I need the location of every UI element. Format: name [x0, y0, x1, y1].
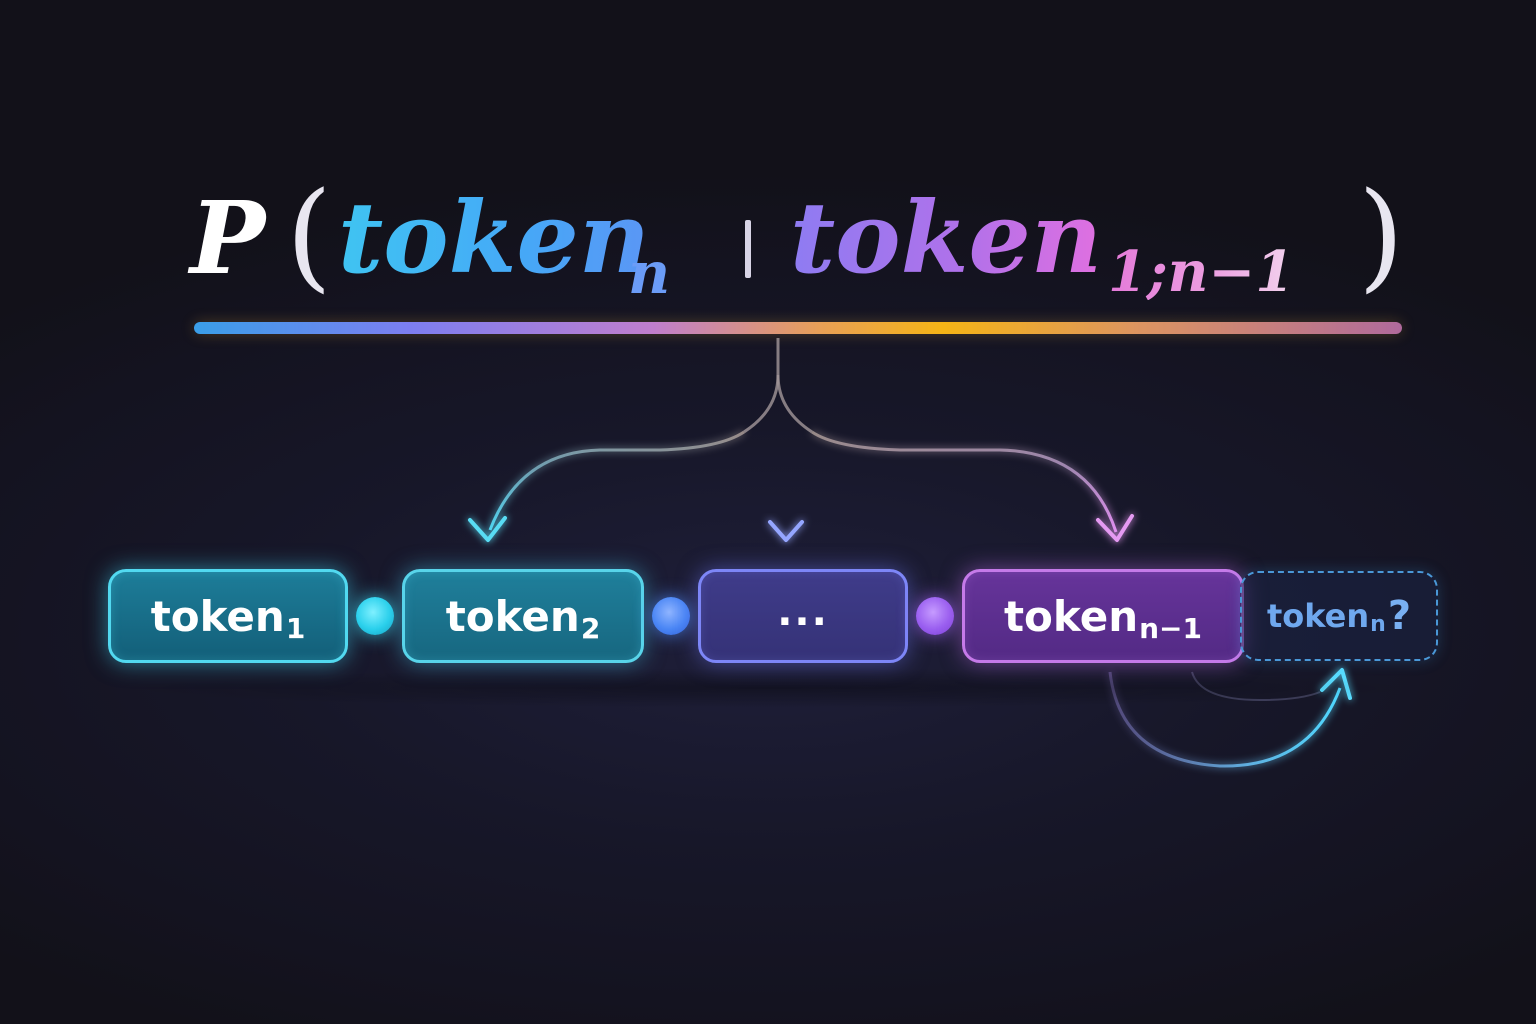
token-n-label: token — [1266, 597, 1370, 635]
formula-underline — [194, 322, 1402, 334]
formula-right-paren: ) — [1358, 166, 1405, 304]
arrow-to-token1 — [488, 430, 745, 531]
formula-target-token: token — [338, 181, 651, 296]
connector-dot-2 — [652, 597, 690, 635]
formula-target-subscript: n — [628, 239, 671, 307]
ellipsis-box: ... — [698, 569, 908, 663]
trunk-line-left — [743, 374, 780, 434]
formula-left-paren: ( — [286, 166, 333, 304]
prediction-arc — [1108, 671, 1342, 768]
ellipsis-label: ... — [777, 589, 829, 635]
formula-context-token: token — [790, 181, 1103, 296]
arrowhead-token-n-1 — [1096, 514, 1134, 542]
token-2-subscript: 2 — [580, 611, 601, 645]
token-n-question-mark: ? — [1387, 593, 1412, 639]
token-n-minus-1-label: token — [1003, 591, 1139, 641]
arrowhead-ellipsis — [768, 520, 804, 542]
token-row-shadow — [120, 668, 1420, 708]
arrowhead-token1 — [468, 516, 507, 542]
formula-p: P — [190, 179, 266, 297]
formula-given-bar — [745, 220, 751, 278]
token-1-label: token — [150, 591, 285, 641]
connector-dot-1 — [356, 597, 394, 635]
arrow-to-token-n-1 — [811, 430, 1118, 533]
connector-dot-3 — [916, 597, 954, 635]
token-n-subscript: n — [1370, 611, 1386, 637]
formula-context-subscript: 1;n−1 — [1108, 239, 1295, 305]
trunk-line — [776, 338, 813, 434]
token-2-label: token — [445, 591, 580, 641]
arrowhead-token-n — [1320, 668, 1352, 700]
prediction-arc-inner — [1191, 671, 1321, 702]
token-n-minus-1-subscript: n−1 — [1139, 611, 1202, 645]
token-1-subscript: 1 — [285, 611, 306, 645]
